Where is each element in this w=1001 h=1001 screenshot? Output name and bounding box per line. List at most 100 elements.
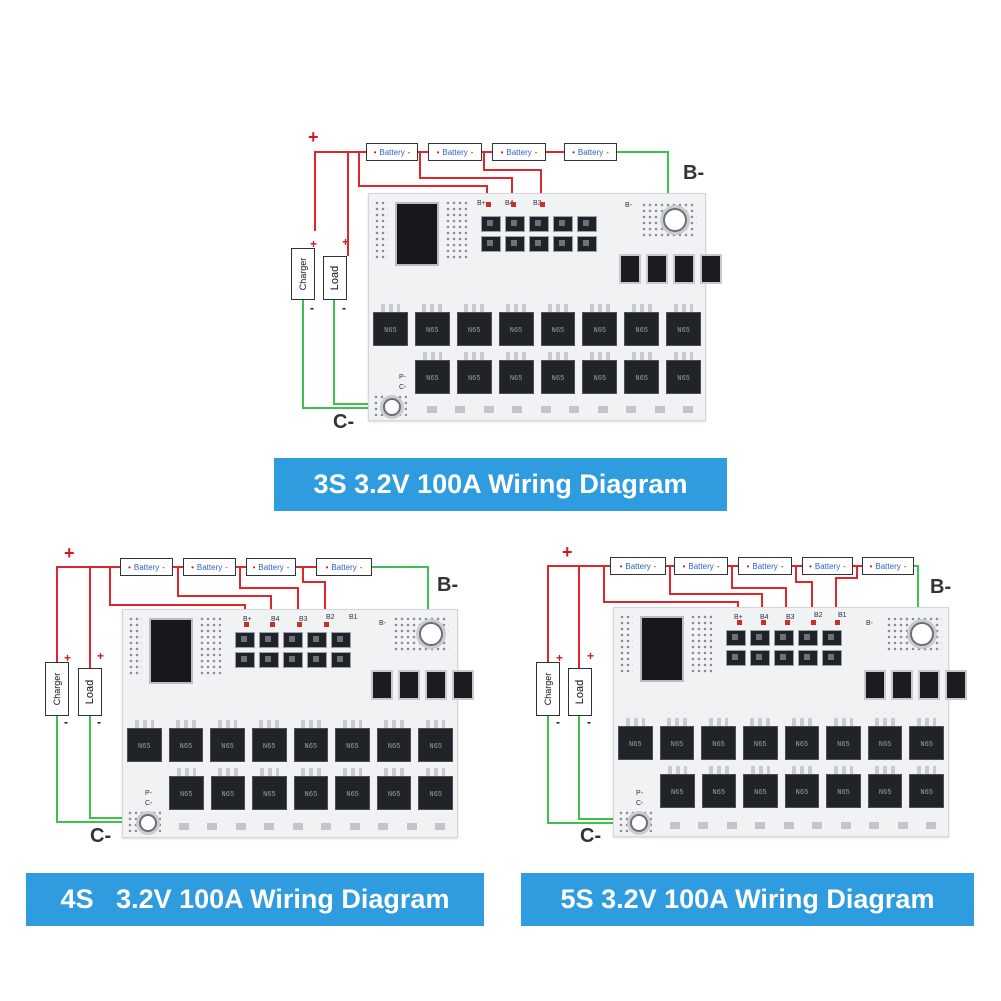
battery-minus: - (470, 147, 474, 157)
charger-minus: - (556, 715, 560, 729)
load-label: Load (84, 679, 96, 705)
current-sense-resistors (864, 670, 967, 700)
battery-plus: • (869, 561, 873, 571)
wiring-5s (547, 565, 919, 824)
charger-minus: - (310, 301, 314, 315)
c-minus-label: C- (90, 825, 112, 847)
wire-charger-negative (302, 300, 390, 409)
charger-box: Charger (45, 662, 69, 716)
silk-b-minus: B- (625, 202, 632, 209)
header-pin (540, 202, 545, 207)
c-minus-pad (383, 398, 401, 416)
load-plus: + (587, 649, 595, 663)
balance-mosfets-bottom (726, 650, 842, 666)
battery-minus: - (286, 562, 290, 572)
header-pin (835, 620, 840, 625)
battery-label: Battery (133, 562, 160, 572)
silk-b-plus: B+ (477, 200, 486, 207)
battery-minus: - (225, 562, 228, 572)
battery-plus: • (500, 147, 504, 157)
header-pin (761, 620, 766, 625)
battery-2: •Battery- (674, 557, 728, 575)
wire-b2 (795, 566, 813, 620)
header-pin (511, 202, 516, 207)
silk-b4: B4 (760, 614, 769, 621)
silk-p-minus: P- (399, 374, 406, 381)
battery-label: Battery (331, 562, 357, 572)
mosfet-array-top (373, 304, 701, 346)
mosfet-array-top (618, 718, 944, 760)
mosfet-array-bottom (660, 766, 944, 808)
bms-board-4s: B+ B4 B3 B2 B1 B- P- C- (122, 609, 474, 838)
load-minus: - (342, 301, 346, 315)
battery-plus: • (619, 561, 623, 571)
battery-label: Battery (577, 147, 604, 157)
silk-b2: B2 (814, 612, 823, 619)
silk-b3: B3 (299, 616, 308, 623)
battery-1: •Battery- (610, 557, 666, 575)
load-minus: - (587, 715, 591, 729)
c-minus-label: C- (333, 411, 355, 433)
silk-c-minus: C- (399, 384, 407, 391)
battery-minus: - (843, 561, 846, 571)
caption-3s: 3S 3.2V 100A Wiring Diagram (274, 458, 727, 511)
charger-minus: - (64, 715, 68, 729)
load-box: Load (323, 256, 347, 300)
header-pin (737, 620, 742, 625)
wire-b-minus (617, 151, 669, 210)
wiring-3s (302, 151, 669, 409)
battery-2: •Battery- (183, 558, 236, 576)
battery-minus: - (606, 147, 609, 157)
pad-area (619, 614, 633, 674)
battery-minus: - (359, 562, 363, 572)
silk-b2: B2 (326, 614, 335, 621)
charger-box: Charger (536, 662, 560, 716)
mosfet-array-bottom (415, 352, 701, 394)
battery-plus: • (746, 561, 750, 571)
b-minus-label: B- (437, 574, 459, 596)
c-minus-pad (139, 814, 157, 832)
battery-minus: - (534, 147, 538, 157)
charger-label: Charger (52, 672, 62, 706)
silk-b3: B3 (786, 614, 795, 621)
b-minus-pad (663, 208, 687, 232)
load-plus: + (97, 649, 105, 663)
bms-board-5s: B+ B4 B3 B2 B1 B- P- C- (613, 607, 967, 837)
balance-mosfets-top (726, 630, 842, 646)
b-minus-pad (419, 622, 443, 646)
output-tabs (427, 406, 693, 413)
header-pin (244, 622, 249, 627)
current-sense-resistors (619, 254, 722, 284)
silk-b1: B1 (349, 614, 358, 621)
pad-area (128, 616, 142, 676)
silk-b-minus: B- (866, 620, 873, 627)
silk-c-minus: C- (145, 800, 153, 807)
battery-plus: • (252, 562, 256, 572)
battery-label: Battery (625, 561, 651, 571)
silk-p-minus: P- (636, 790, 643, 797)
battery-plus: • (436, 147, 440, 157)
battery-1: •Battery- (366, 143, 418, 161)
caption-5s: 5S 3.2V 100A Wiring Diagram (521, 873, 974, 926)
battery-4: •Battery- (564, 143, 617, 161)
wire-b3 (731, 566, 787, 620)
battery-label: Battery (506, 147, 532, 157)
charger-plus: + (64, 651, 72, 665)
balance-mosfets-bottom (235, 652, 351, 668)
battery-4: •Battery- (802, 557, 853, 575)
header-pin (297, 622, 302, 627)
control-chip (640, 616, 684, 682)
header-pin (486, 202, 491, 207)
wiring-4s (56, 566, 429, 823)
battery-plus: • (809, 561, 812, 571)
battery-plus: • (572, 147, 575, 157)
battery-4: •Battery- (316, 558, 372, 576)
battery-minus: - (653, 561, 657, 571)
battery-minus: - (162, 562, 165, 572)
load-box: Load (568, 668, 592, 716)
output-tabs (179, 823, 445, 830)
charger-plus: + (310, 237, 318, 251)
balance-mosfets-top (235, 632, 351, 648)
header-pin (785, 620, 790, 625)
battery-plus: • (128, 562, 131, 572)
